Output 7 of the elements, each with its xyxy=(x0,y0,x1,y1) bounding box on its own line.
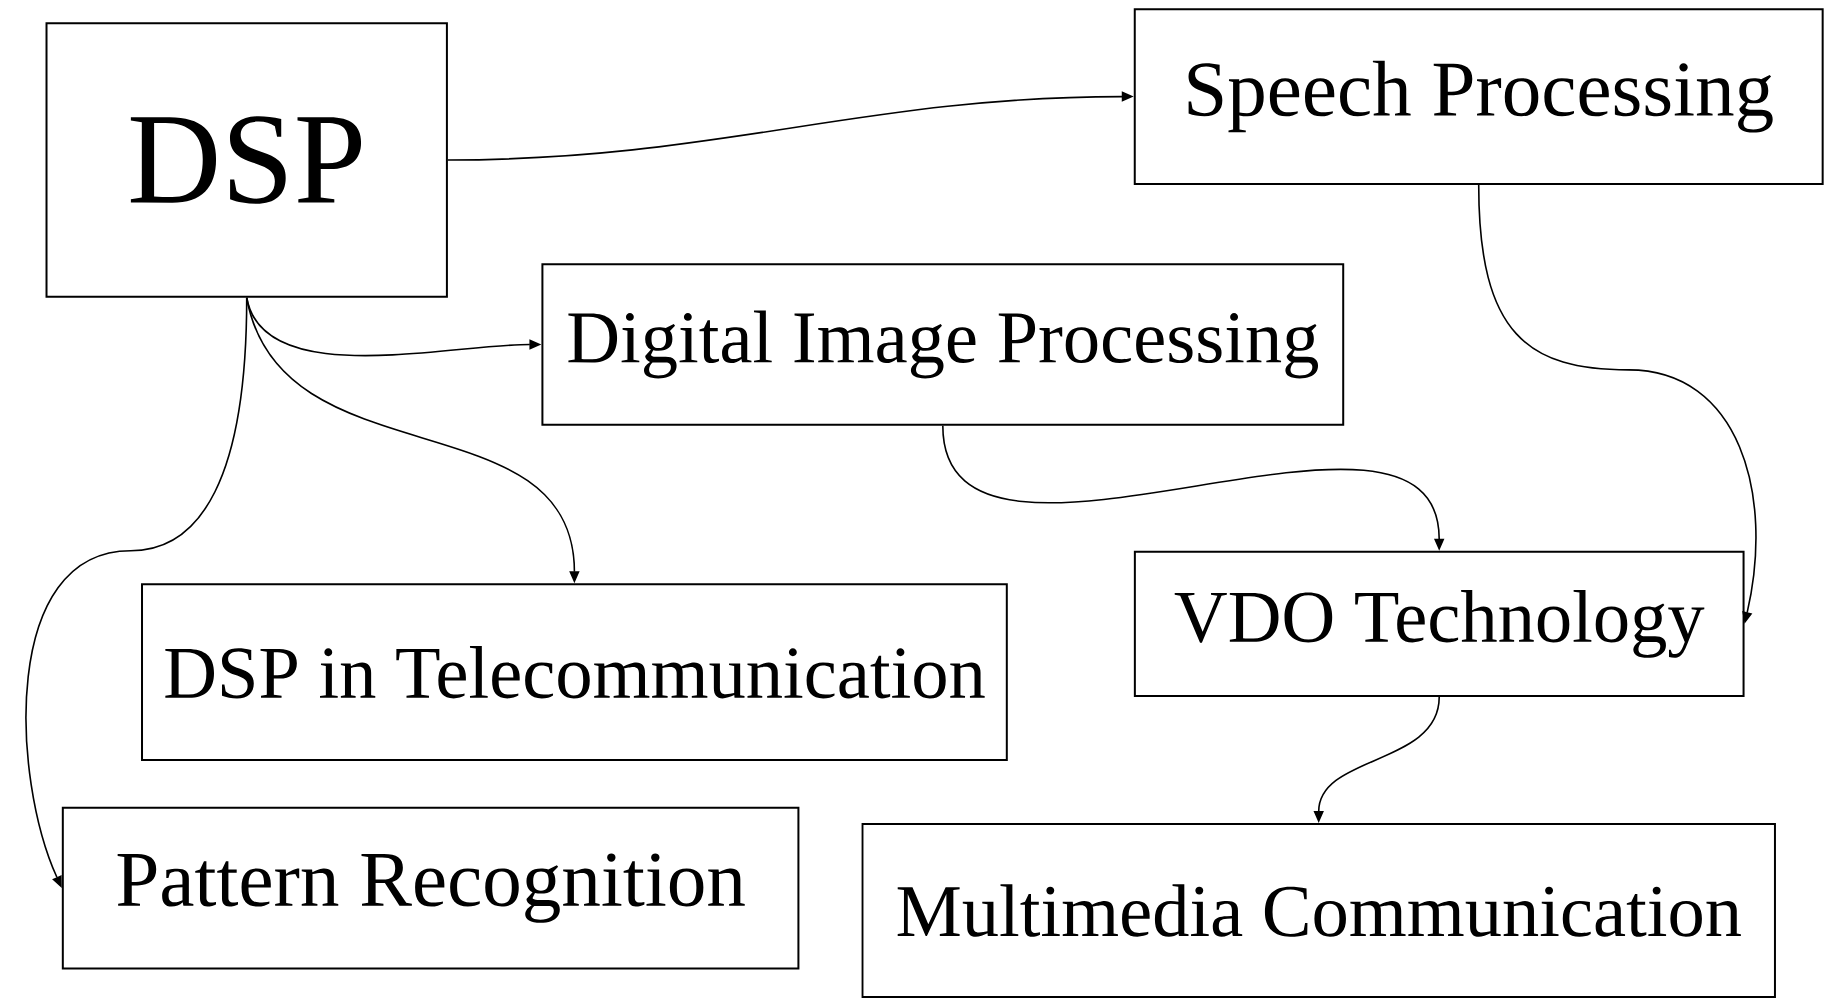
process-box: Digital Image Processing xyxy=(541,263,1345,426)
process-box: Pattern Recognition xyxy=(61,806,800,970)
process-box: VDO Technology xyxy=(1133,550,1745,698)
process-box: DSP in Telecommunication xyxy=(141,583,1008,762)
process-box: DSP xyxy=(45,22,448,298)
process-box: Multimedia Communication xyxy=(861,823,1776,998)
process-box: Speech Processing xyxy=(1133,8,1824,185)
